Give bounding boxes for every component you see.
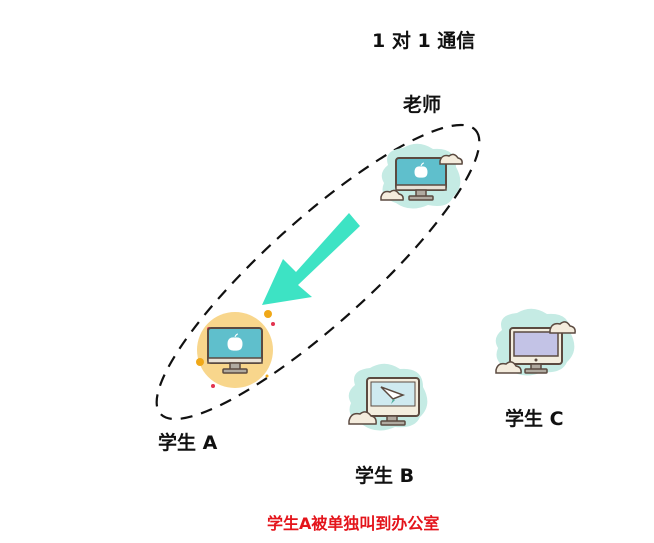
student-b-label: 学生 B [355,465,415,487]
teacher-computer-icon [380,143,463,209]
one-to-one-group-ellipse [155,123,481,421]
student-c-label: 学生 C [505,408,564,430]
teacher-label: 老师 [403,94,442,116]
student-c-computer-icon [495,308,576,376]
student-a-computer-icon [196,310,275,388]
student-b-computer-icon [348,363,428,431]
caption: 学生A被单独叫到办公室 [267,514,440,533]
arrow-icon [262,213,360,305]
diagram-title: 1 对 1 通信 [372,30,476,52]
student-a-label: 学生 A [158,432,218,454]
